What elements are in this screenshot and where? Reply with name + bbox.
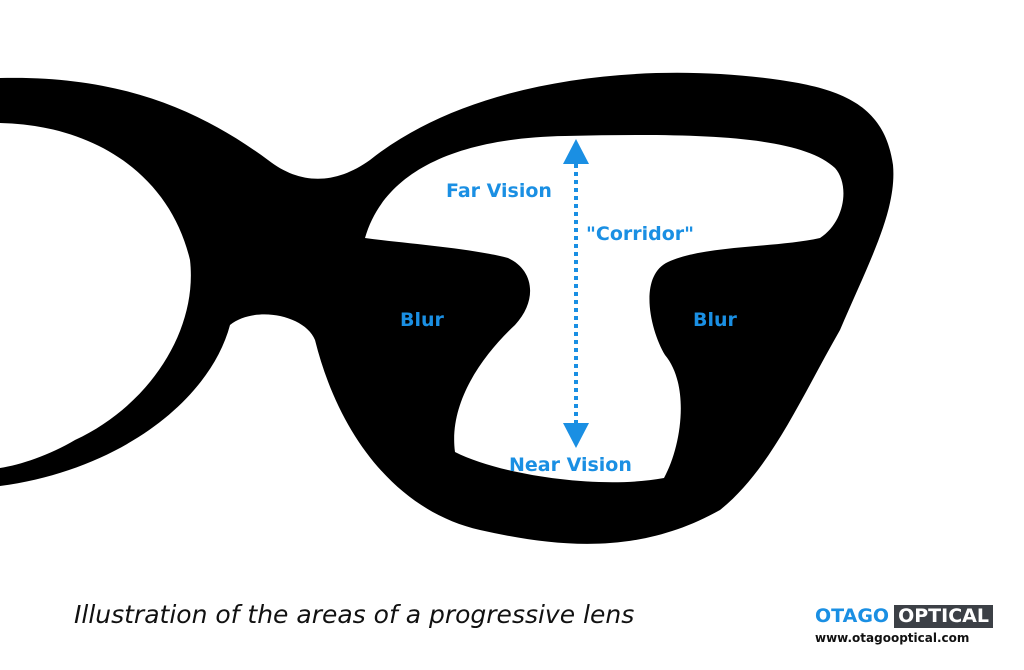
arrow-down-head xyxy=(563,423,589,448)
blur-right-label: Blur xyxy=(693,309,737,331)
logo-brand-optical: OPTICAL xyxy=(894,604,993,628)
corridor-label: "Corridor" xyxy=(586,223,695,245)
caption: Illustration of the areas of a progressi… xyxy=(74,600,635,629)
glasses-frame xyxy=(0,72,894,544)
blur-left-label: Blur xyxy=(400,309,444,331)
logo-url: www.otagooptical.com xyxy=(815,631,970,645)
logo-brand-otago: OTAGO xyxy=(815,604,890,627)
arrow-up-head xyxy=(563,139,589,164)
logo-brand: OTAGO OPTICAL xyxy=(815,604,1001,628)
otago-optical-logo: OTAGO OPTICAL www.otagooptical.com xyxy=(815,604,1001,645)
near-vision-label: Near Vision xyxy=(509,454,632,476)
far-vision-label: Far Vision xyxy=(446,180,552,202)
